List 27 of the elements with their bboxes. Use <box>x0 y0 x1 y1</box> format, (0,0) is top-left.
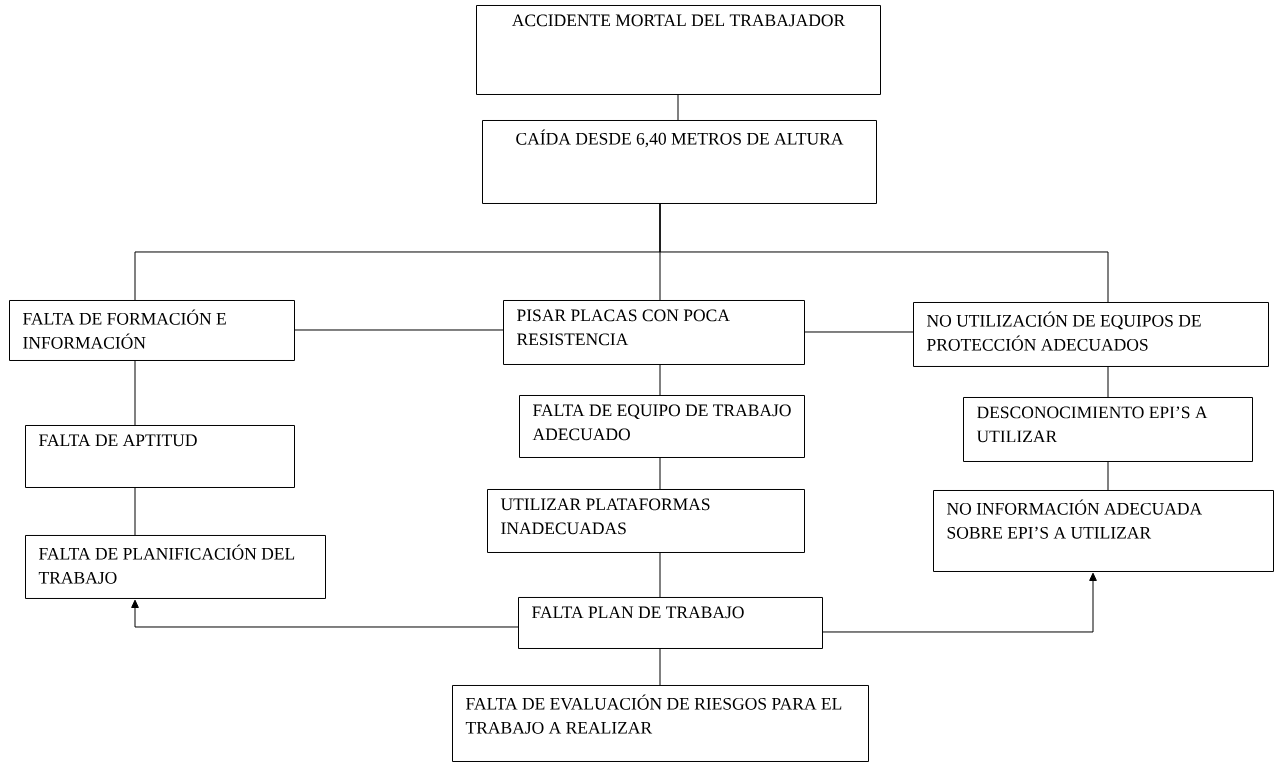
cause-box: CAÍDA DESDE 6,40 METROS DE ALTURA <box>482 120 877 204</box>
cause-box: FALTA DE EQUIPO DE TRABAJO ADECUADO <box>519 395 805 458</box>
cause-box: PISAR PLACAS CON POCA RESISTENCIA <box>503 300 805 365</box>
cause-box: FALTA DE APTITUD <box>25 425 295 488</box>
connector-line <box>134 360 136 426</box>
connector-line <box>659 203 1109 303</box>
connector-line <box>659 648 661 686</box>
cause-box: FALTA DE EVALUACIÓN DE RIESGOS PARA EL TRABAJO A REALIZAR <box>452 685 869 762</box>
cause-box: NO INFORMACIÓN ADECUADA SOBRE EPI’S A UTILIZAR <box>933 490 1274 572</box>
connector-line <box>1107 366 1109 398</box>
connector-line <box>134 487 136 536</box>
connector-line <box>677 94 679 121</box>
connector-line <box>659 552 661 598</box>
cause-box: FALTA PLAN DE TRABAJO <box>518 597 823 649</box>
cause-box: ACCIDENTE MORTAL DEL TRABAJADOR <box>476 5 881 95</box>
connector-line <box>804 331 914 333</box>
connector-line <box>659 457 661 490</box>
cause-box: FALTA DE PLANIFICACIÓN DEL TRABAJO <box>25 535 326 599</box>
cause-box: DESCONOCIMIENTO EPI’S A UTILIZAR <box>963 397 1253 462</box>
cause-box: NO UTILIZACIÓN DE EQUIPOS DE PROTECCIÓN ADECUADOS <box>913 302 1269 367</box>
connector-line <box>294 329 504 331</box>
cause-box: FALTA DE FORMACIÓN E INFORMACIÓN <box>9 300 295 361</box>
arrow <box>822 572 1097 633</box>
connector-line <box>1107 461 1109 491</box>
arrow <box>131 599 519 628</box>
connector-line <box>659 364 661 396</box>
cause-box: UTILIZAR PLATAFORMAS INADECUADAS <box>487 489 805 553</box>
